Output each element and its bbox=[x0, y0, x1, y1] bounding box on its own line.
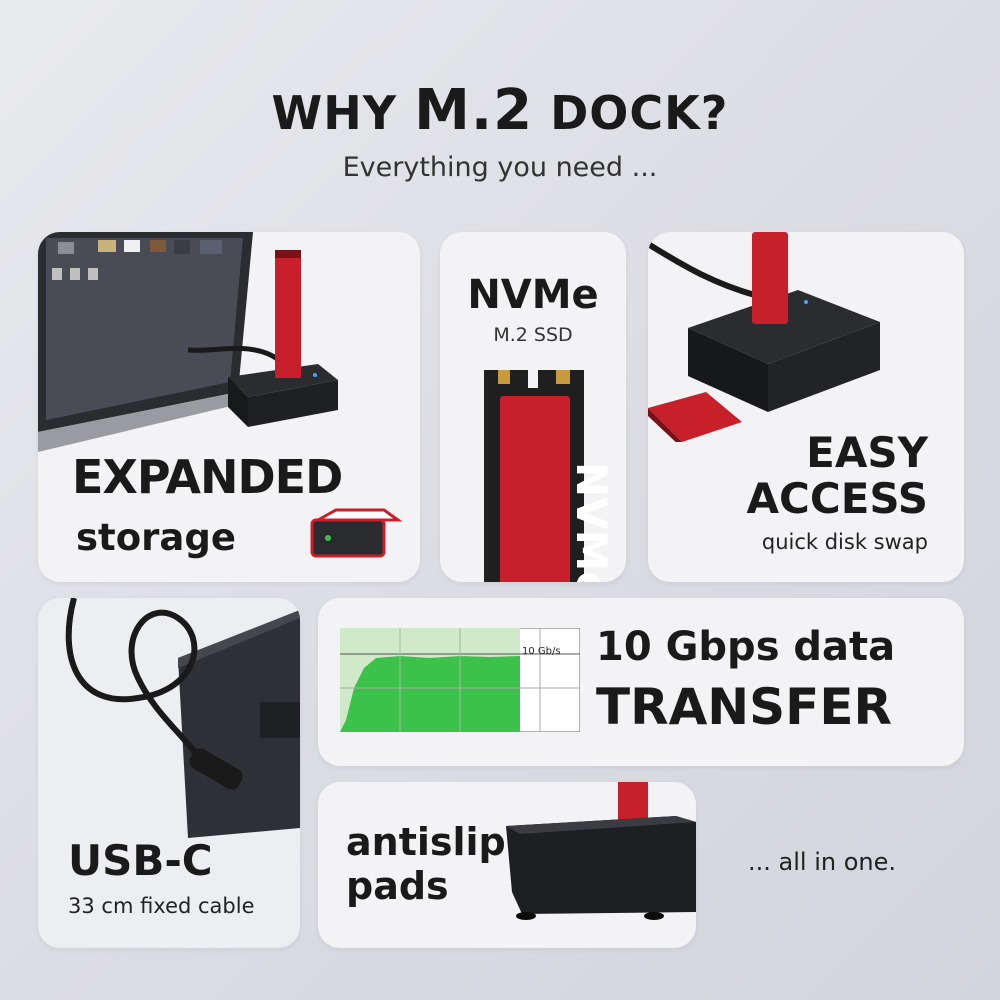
m2-ssd-illustration bbox=[484, 370, 584, 582]
card-usb-subheading: 33 cm fixed cable bbox=[68, 894, 255, 918]
card-easy-access: EASY ACCESS quick disk swap bbox=[648, 232, 964, 582]
card-pads-heading-2: pads bbox=[346, 864, 449, 908]
laptop-dock-illustration bbox=[38, 232, 403, 558]
dock-pads-illustration bbox=[506, 782, 696, 920]
ssd-label: NVMe bbox=[567, 462, 616, 582]
card-expanded-subheading: storage bbox=[76, 516, 236, 559]
card-antislip-pads: antislip pads bbox=[318, 782, 696, 948]
card-nvme-subheading: M.2 SSD bbox=[493, 324, 573, 346]
hard-drive-icon bbox=[310, 508, 403, 558]
antislip-pad-icon bbox=[644, 912, 664, 920]
ssd-icon bbox=[752, 232, 788, 324]
card-pads-heading-1: antislip bbox=[346, 820, 506, 864]
title-prefix: WHY bbox=[271, 86, 398, 140]
card-transfer-heading-2: TRANSFER bbox=[596, 678, 892, 736]
title-main: M.2 bbox=[414, 78, 534, 143]
transfer-graph bbox=[340, 628, 580, 732]
dock-swap-illustration bbox=[648, 232, 880, 442]
card-transfer-speed: 10 Gb/s 10 Gbps data TRANSFER bbox=[318, 598, 964, 766]
card-nvme-heading: NVMe bbox=[467, 272, 599, 318]
card-expanded-heading: EXPANDED bbox=[72, 450, 343, 504]
usb-c-plug-icon bbox=[189, 748, 243, 790]
card-access-heading-1: EASY bbox=[806, 428, 928, 477]
card-transfer-heading-1: 10 Gbps data bbox=[596, 624, 896, 670]
antislip-pad-icon bbox=[516, 912, 536, 920]
page-subtitle: Everything you need ... bbox=[342, 152, 658, 183]
card-access-subheading: quick disk swap bbox=[761, 530, 928, 554]
card-expanded-storage: EXPANDED storage bbox=[38, 232, 420, 582]
card-usb-heading: USB-C bbox=[68, 836, 213, 885]
graph-speed-label: 10 Gb/s bbox=[522, 646, 561, 657]
title-suffix: DOCK? bbox=[550, 86, 729, 140]
page-title: WHY M.2 DOCK? bbox=[0, 78, 1000, 143]
card-access-heading-2: ACCESS bbox=[746, 474, 928, 523]
usb-c-cable-illustration bbox=[65, 598, 300, 838]
ssd-icon bbox=[275, 250, 301, 378]
card-usb-c: USB-C 33 cm fixed cable bbox=[38, 598, 300, 948]
footer-tagline: ... all in one. bbox=[748, 848, 896, 876]
card-nvme-ssd: NVMe M.2 SSD NVMe bbox=[440, 232, 626, 582]
